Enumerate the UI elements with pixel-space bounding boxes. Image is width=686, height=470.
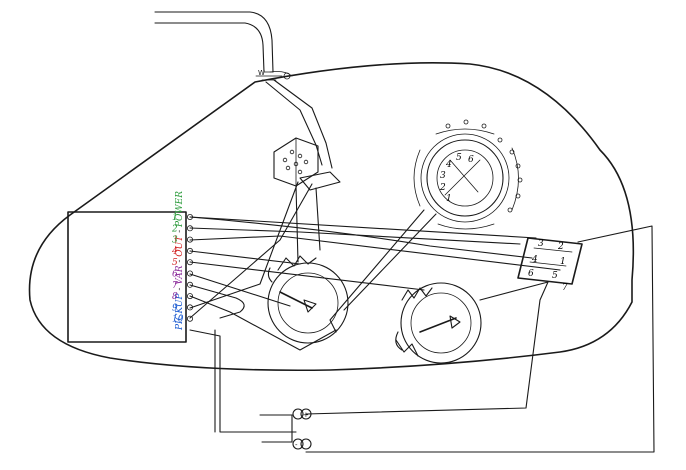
pcb-terminal-number: 4 [171, 247, 178, 257]
ground-mark: W [258, 69, 265, 77]
pcb-terminal-pad [186, 270, 193, 277]
tone-pot [395, 282, 482, 364]
switch-bracket [273, 137, 341, 191]
label-power: POWER [175, 191, 185, 228]
label-out: OUT [175, 235, 185, 257]
output-cable [154, 11, 293, 81]
pcb-terminal-number: 6 [172, 270, 178, 280]
rotary-label-5: 5 [456, 153, 462, 163]
battery-minus: - [295, 441, 298, 449]
rotary-label-1: 1 [446, 194, 452, 204]
output-jack [517, 237, 583, 285]
label-sep: - [175, 257, 185, 266]
wires [189, 181, 655, 453]
volume-pot [267, 255, 349, 344]
battery-pack [259, 408, 312, 450]
pcb-terminal-pad [186, 315, 193, 322]
rotary-label-4: 4 [445, 160, 452, 170]
pcb-terminal-number: 2 [171, 224, 178, 234]
jack-labels: 3 2 4 1 6 5 7 [528, 239, 568, 293]
jack-label-4: 4 [531, 255, 538, 265]
pcb-terminal-number: 3 [172, 236, 178, 246]
label-pickup: PICKUP [175, 293, 185, 331]
jack-label-3: 3 [538, 239, 544, 249]
jack-label-5: 5 [552, 271, 558, 281]
label-sep: - [175, 285, 185, 294]
cable-route [265, 79, 333, 169]
svg-text:PICKUP - VAR - OUT - POWER: PICKUP - VAR - OUT - POWER [175, 191, 185, 331]
label-var: VAR [175, 265, 185, 284]
rotary-labels: 6 5 4 3 2 1 [439, 153, 474, 204]
rotary-label-6: 6 [468, 155, 474, 165]
jack-label-6: 6 [528, 269, 534, 279]
pcb-terminal-number: 8 [172, 292, 178, 302]
jack-label-7: 7 [562, 283, 568, 293]
pcb-label: PICKUP - VAR - OUT - POWER [175, 191, 185, 331]
rotary-switch [413, 119, 523, 230]
pcb-terminal-pad [186, 293, 193, 300]
pcb-terminal-number: 9 [172, 303, 178, 313]
circuit-board [67, 211, 187, 343]
pcb-terminal-number: 5 [172, 258, 178, 268]
rotary-label-2: 2 [439, 183, 446, 193]
label-sep: - [175, 227, 185, 236]
pcb-terminal-number: 10 [172, 315, 184, 325]
battery-plus: + [303, 411, 309, 419]
jack-label-1: 1 [560, 257, 566, 267]
guitar-body-outline [28, 62, 635, 372]
pcb-terminal-number: 7 [172, 281, 178, 291]
pcb-terminal-number: 1 [172, 213, 178, 223]
jack-label-2: 2 [557, 242, 564, 252]
rotary-label-3: 3 [440, 171, 446, 181]
pcb-terminal-pad [186, 281, 193, 288]
